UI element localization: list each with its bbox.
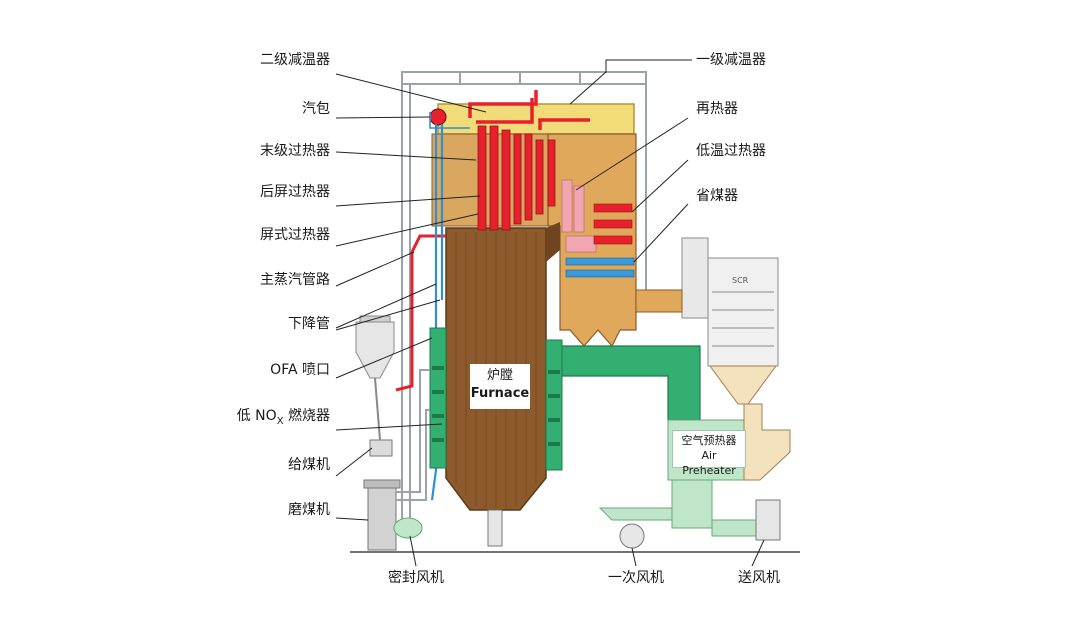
seal-air-fan-unit <box>393 517 423 539</box>
furnace-label-en: Furnace <box>470 386 530 401</box>
coal-chute <box>374 377 381 441</box>
pulverized-coal-pipes <box>396 369 430 501</box>
windbox-right <box>545 339 563 471</box>
primary-air-duct <box>598 507 673 521</box>
coal-mill-unit <box>367 487 397 551</box>
label-low-temp-superheater: 低温过热器 <box>696 143 766 159</box>
steam-drum-vessel <box>429 108 447 126</box>
downcomer-pipes <box>430 124 444 501</box>
label-final-superheater: 末级过热器 <box>260 143 330 159</box>
air-preheater-label-en: Air Preheater <box>682 449 736 477</box>
windbox-left <box>429 327 447 469</box>
label-rear-platen-superheater: 后屏过热器 <box>260 184 330 200</box>
furnace-nose <box>546 222 560 262</box>
air-preheater-lower <box>671 479 713 529</box>
label-economizer: 省煤器 <box>696 188 738 204</box>
coal-mill-top <box>363 479 401 489</box>
label-secondary-attemperator: 二级减温器 <box>260 52 330 68</box>
label-low-nox-subscript: X <box>276 415 284 427</box>
air-preheater-label-box: 空气预热器 Air Preheater <box>672 430 746 477</box>
label-seal-air-fan: 密封风机 <box>388 570 444 586</box>
main-steam-pipe <box>395 234 446 392</box>
backpass-to-scr-duct <box>635 289 683 313</box>
forced-draft-fan-unit <box>755 499 781 541</box>
label-steam-drum: 汽包 <box>302 101 330 117</box>
coal-feeder-unit <box>369 439 393 457</box>
roof-steam-piping <box>468 90 590 130</box>
scr-housing <box>707 257 779 367</box>
burner-rows <box>432 366 560 446</box>
label-low-nox-prefix: 低 NO <box>236 408 277 424</box>
label-coal-mill: 磨煤机 <box>288 502 330 518</box>
label-main-steam-pipe: 主蒸汽管路 <box>260 272 330 288</box>
ash-hopper-outlet <box>487 509 503 547</box>
reheater-banks <box>561 179 597 253</box>
penthouse-roof <box>437 103 635 135</box>
furnace-label-box: 炉膛 Furnace <box>470 364 530 409</box>
furnace-label-cn: 炉膛 <box>486 368 513 383</box>
hot-air-duct <box>743 403 791 481</box>
label-ofa-nozzle: OFA 喷口 <box>270 362 330 378</box>
label-low-nox-burner: 低 NOX 燃烧器 <box>200 408 330 430</box>
label-reheater: 再热器 <box>696 101 738 117</box>
label-primary-air-fan: 一次风机 <box>608 570 664 586</box>
scr-catalyst-layers <box>712 291 774 347</box>
leader-lines <box>335 59 765 567</box>
flue-gas-duct <box>559 345 701 421</box>
scr-label: SCR <box>732 276 749 285</box>
label-forced-draft-fan: 送风机 <box>738 570 780 586</box>
label-coal-feeder: 给煤机 <box>288 457 330 473</box>
scr-inlet-duct <box>681 237 709 319</box>
low-temp-superheater-banks <box>593 203 633 245</box>
label-low-nox-suffix: 燃烧器 <box>283 408 330 424</box>
label-primary-attemperator: 一级减温器 <box>696 52 766 68</box>
label-platen-superheater: 屏式过热器 <box>260 227 330 243</box>
coal-silo <box>355 321 395 379</box>
label-downcomer: 下降管 <box>288 316 330 332</box>
primary-air-fan-unit <box>619 523 645 549</box>
air-preheater-label-cn: 空气预热器 <box>681 434 737 447</box>
scr-outlet-hopper <box>709 365 777 405</box>
superheater-panels <box>477 125 556 231</box>
